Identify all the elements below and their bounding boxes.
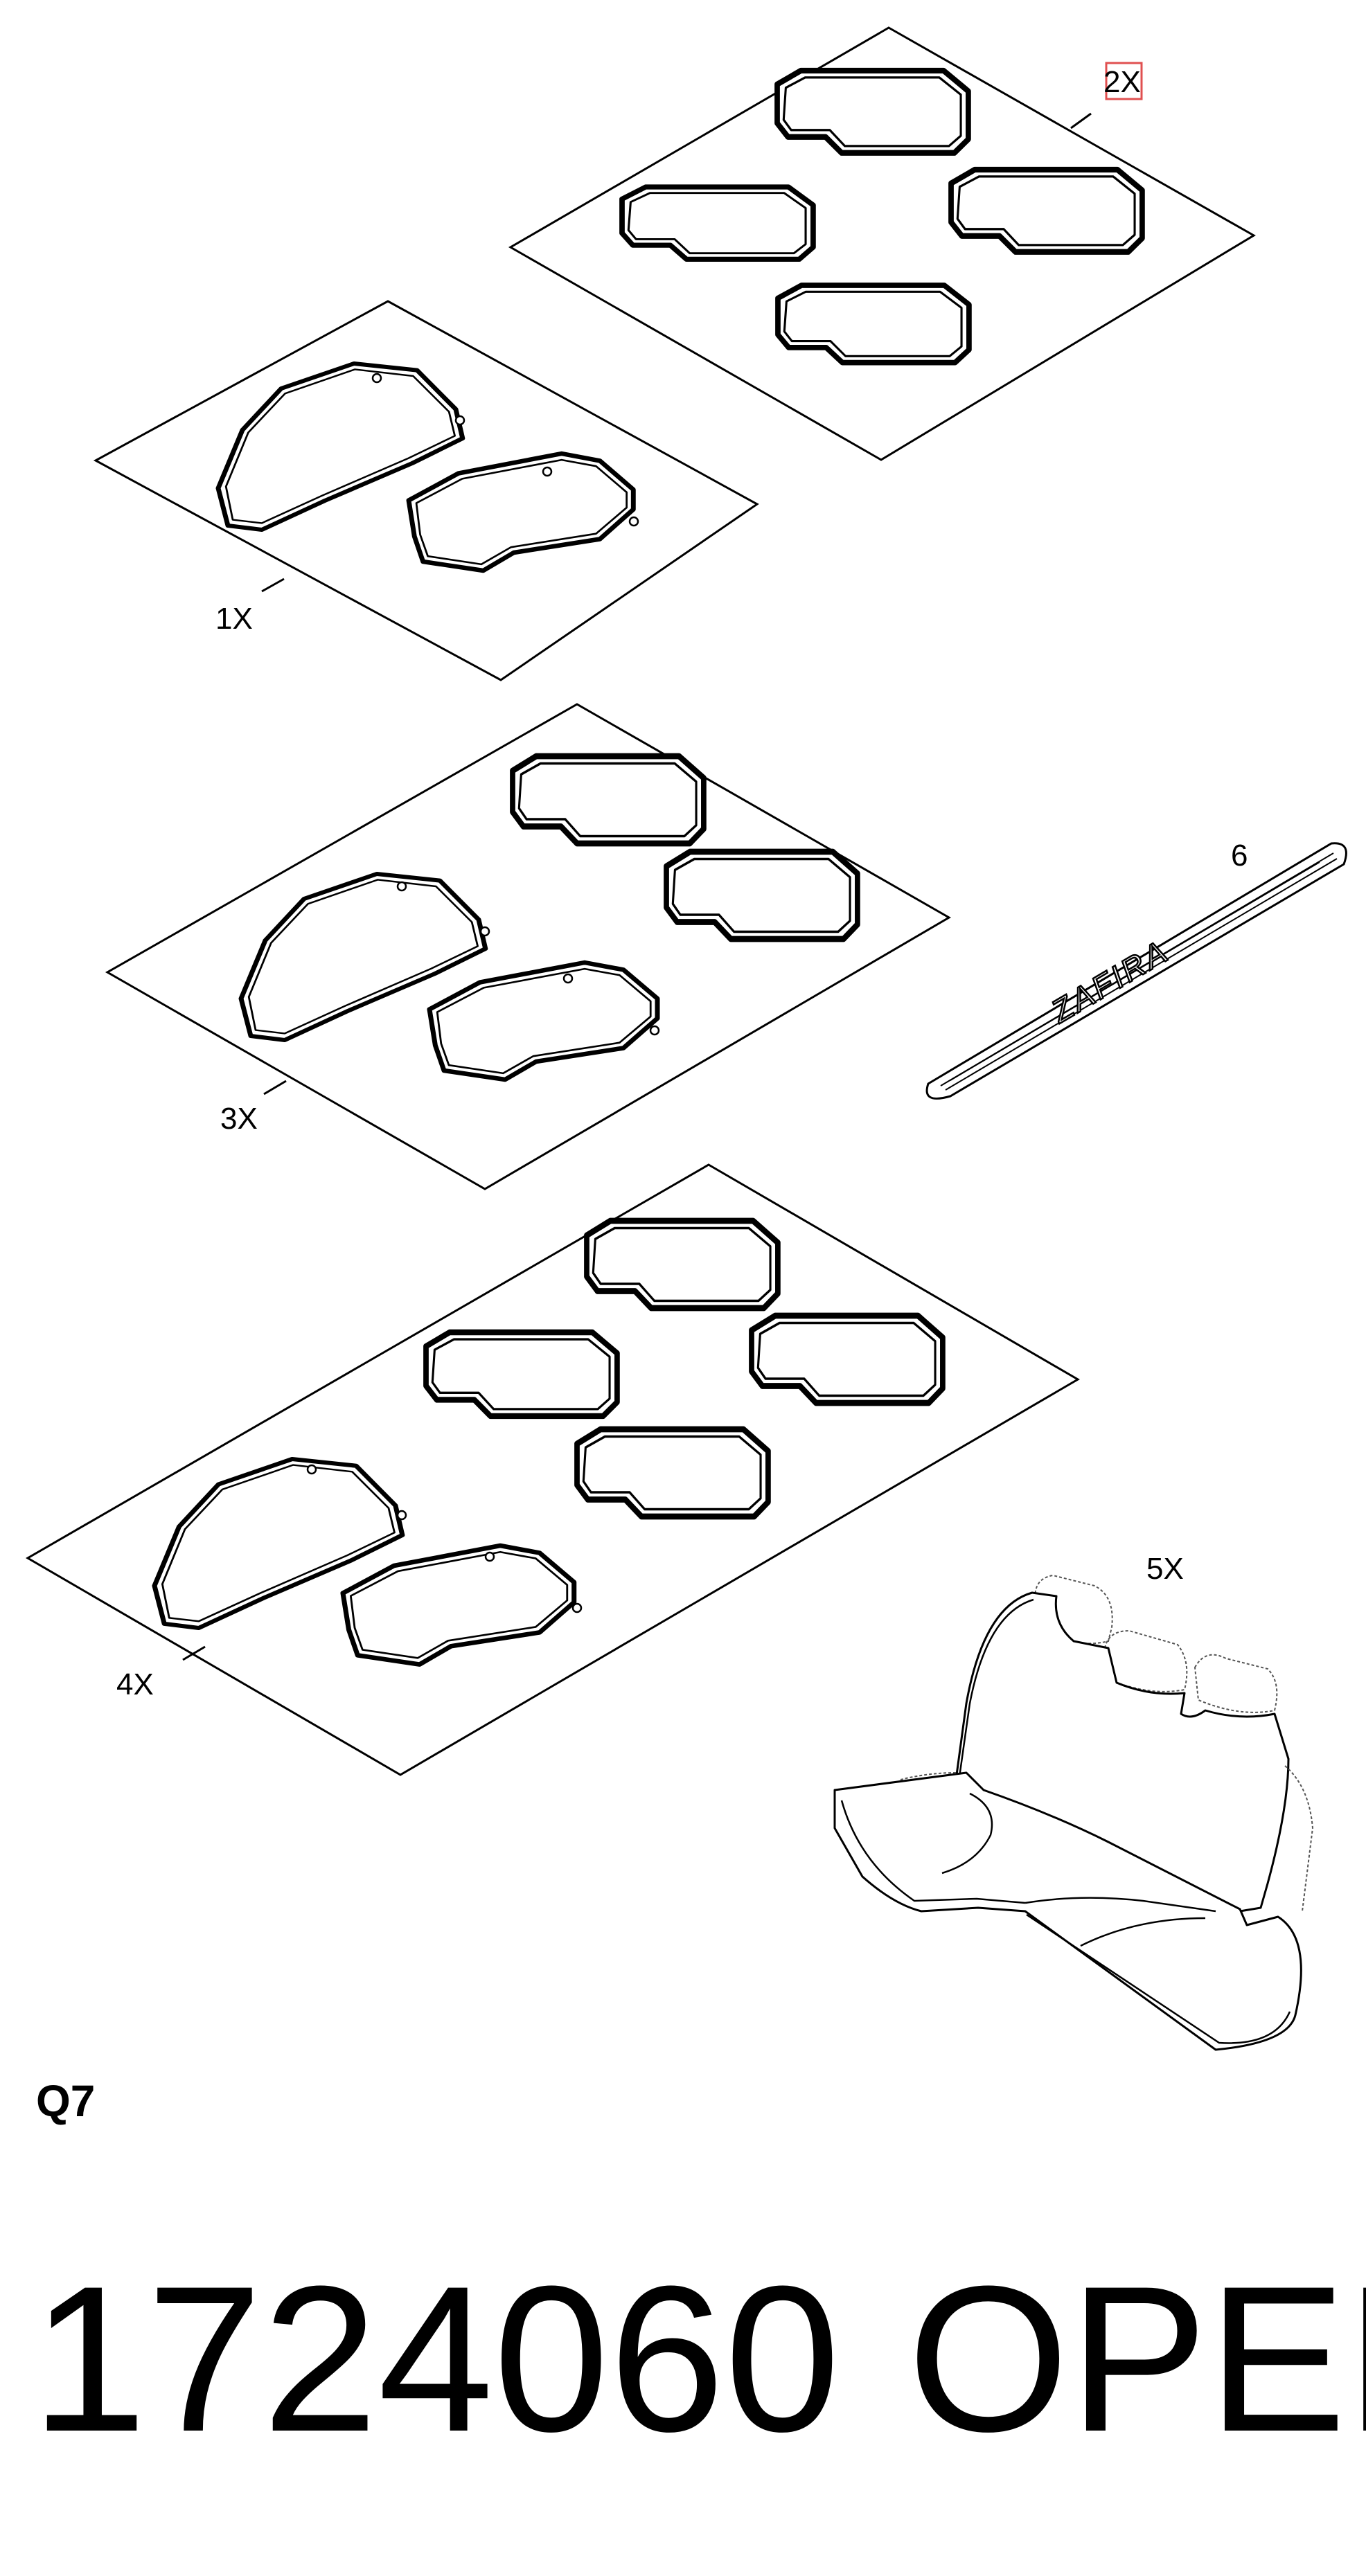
- callout-2x: 2X: [1103, 65, 1141, 99]
- mat-set-4x: 4X: [26, 1163, 1080, 1776]
- section-code: Q7: [36, 2076, 95, 2126]
- mat-set-3x: 3X: [105, 703, 951, 1190]
- callout-5x: 5X: [1146, 1552, 1184, 1586]
- brand-name: OPEL: [907, 2242, 1366, 2475]
- mat-set-2x: 2X: [508, 26, 1256, 461]
- callout-3x: 3X: [220, 1102, 258, 1136]
- sill-plate-lettering: ZAFIRA: [1045, 933, 1176, 1030]
- callout-highlight-box: [1105, 62, 1143, 100]
- callout-4x: 4X: [116, 1667, 154, 1701]
- part-number: 1724060: [31, 2242, 840, 2475]
- callout-1x: 1X: [215, 602, 253, 636]
- callout-6: 6: [1231, 839, 1248, 873]
- mat-set-1x: 1X: [93, 300, 759, 681]
- rear-seat-cover: 5X: [833, 1552, 1314, 2051]
- door-sill-plate: ZAFIRA 6: [925, 839, 1347, 1100]
